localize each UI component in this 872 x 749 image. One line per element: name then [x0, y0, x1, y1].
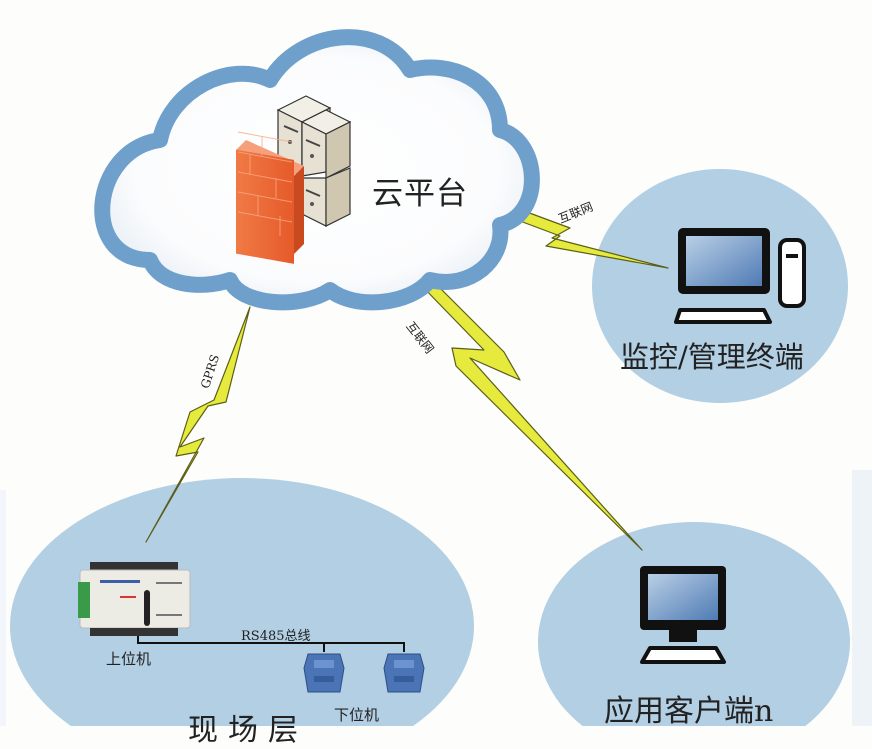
firewall-icon	[236, 131, 304, 264]
upper-machine-label: 上位机	[106, 650, 152, 668]
rs485-bus	[137, 636, 405, 652]
app-client-label: 应用客户端n	[604, 694, 774, 729]
cloud-platform-label: 云平台	[372, 176, 468, 212]
rs485-bus-label: RS485总线	[241, 629, 311, 644]
edge-strip-left	[0, 490, 6, 726]
monitor-icon	[640, 566, 726, 664]
link-gprs-field	[145, 306, 251, 543]
link-internet-client	[419, 279, 643, 551]
field-layer-label: 现场层	[188, 713, 308, 748]
rs485-module-icon	[383, 653, 425, 693]
field-layer-node	[10, 478, 474, 726]
lightning-icon	[419, 279, 643, 551]
lower-machine-label: 下位机	[334, 706, 380, 724]
server-rack-icon	[276, 95, 352, 227]
cloud-platform	[94, 29, 540, 311]
architecture-diagram	[0, 29, 872, 726]
controller-device-icon	[78, 562, 191, 636]
desktop-computer-icon	[674, 228, 806, 324]
edge-strip	[852, 470, 872, 726]
rs485-module-icon	[303, 653, 345, 693]
monitor-terminal-label: 监控/管理终端	[620, 340, 804, 374]
lightning-icon	[145, 306, 251, 543]
